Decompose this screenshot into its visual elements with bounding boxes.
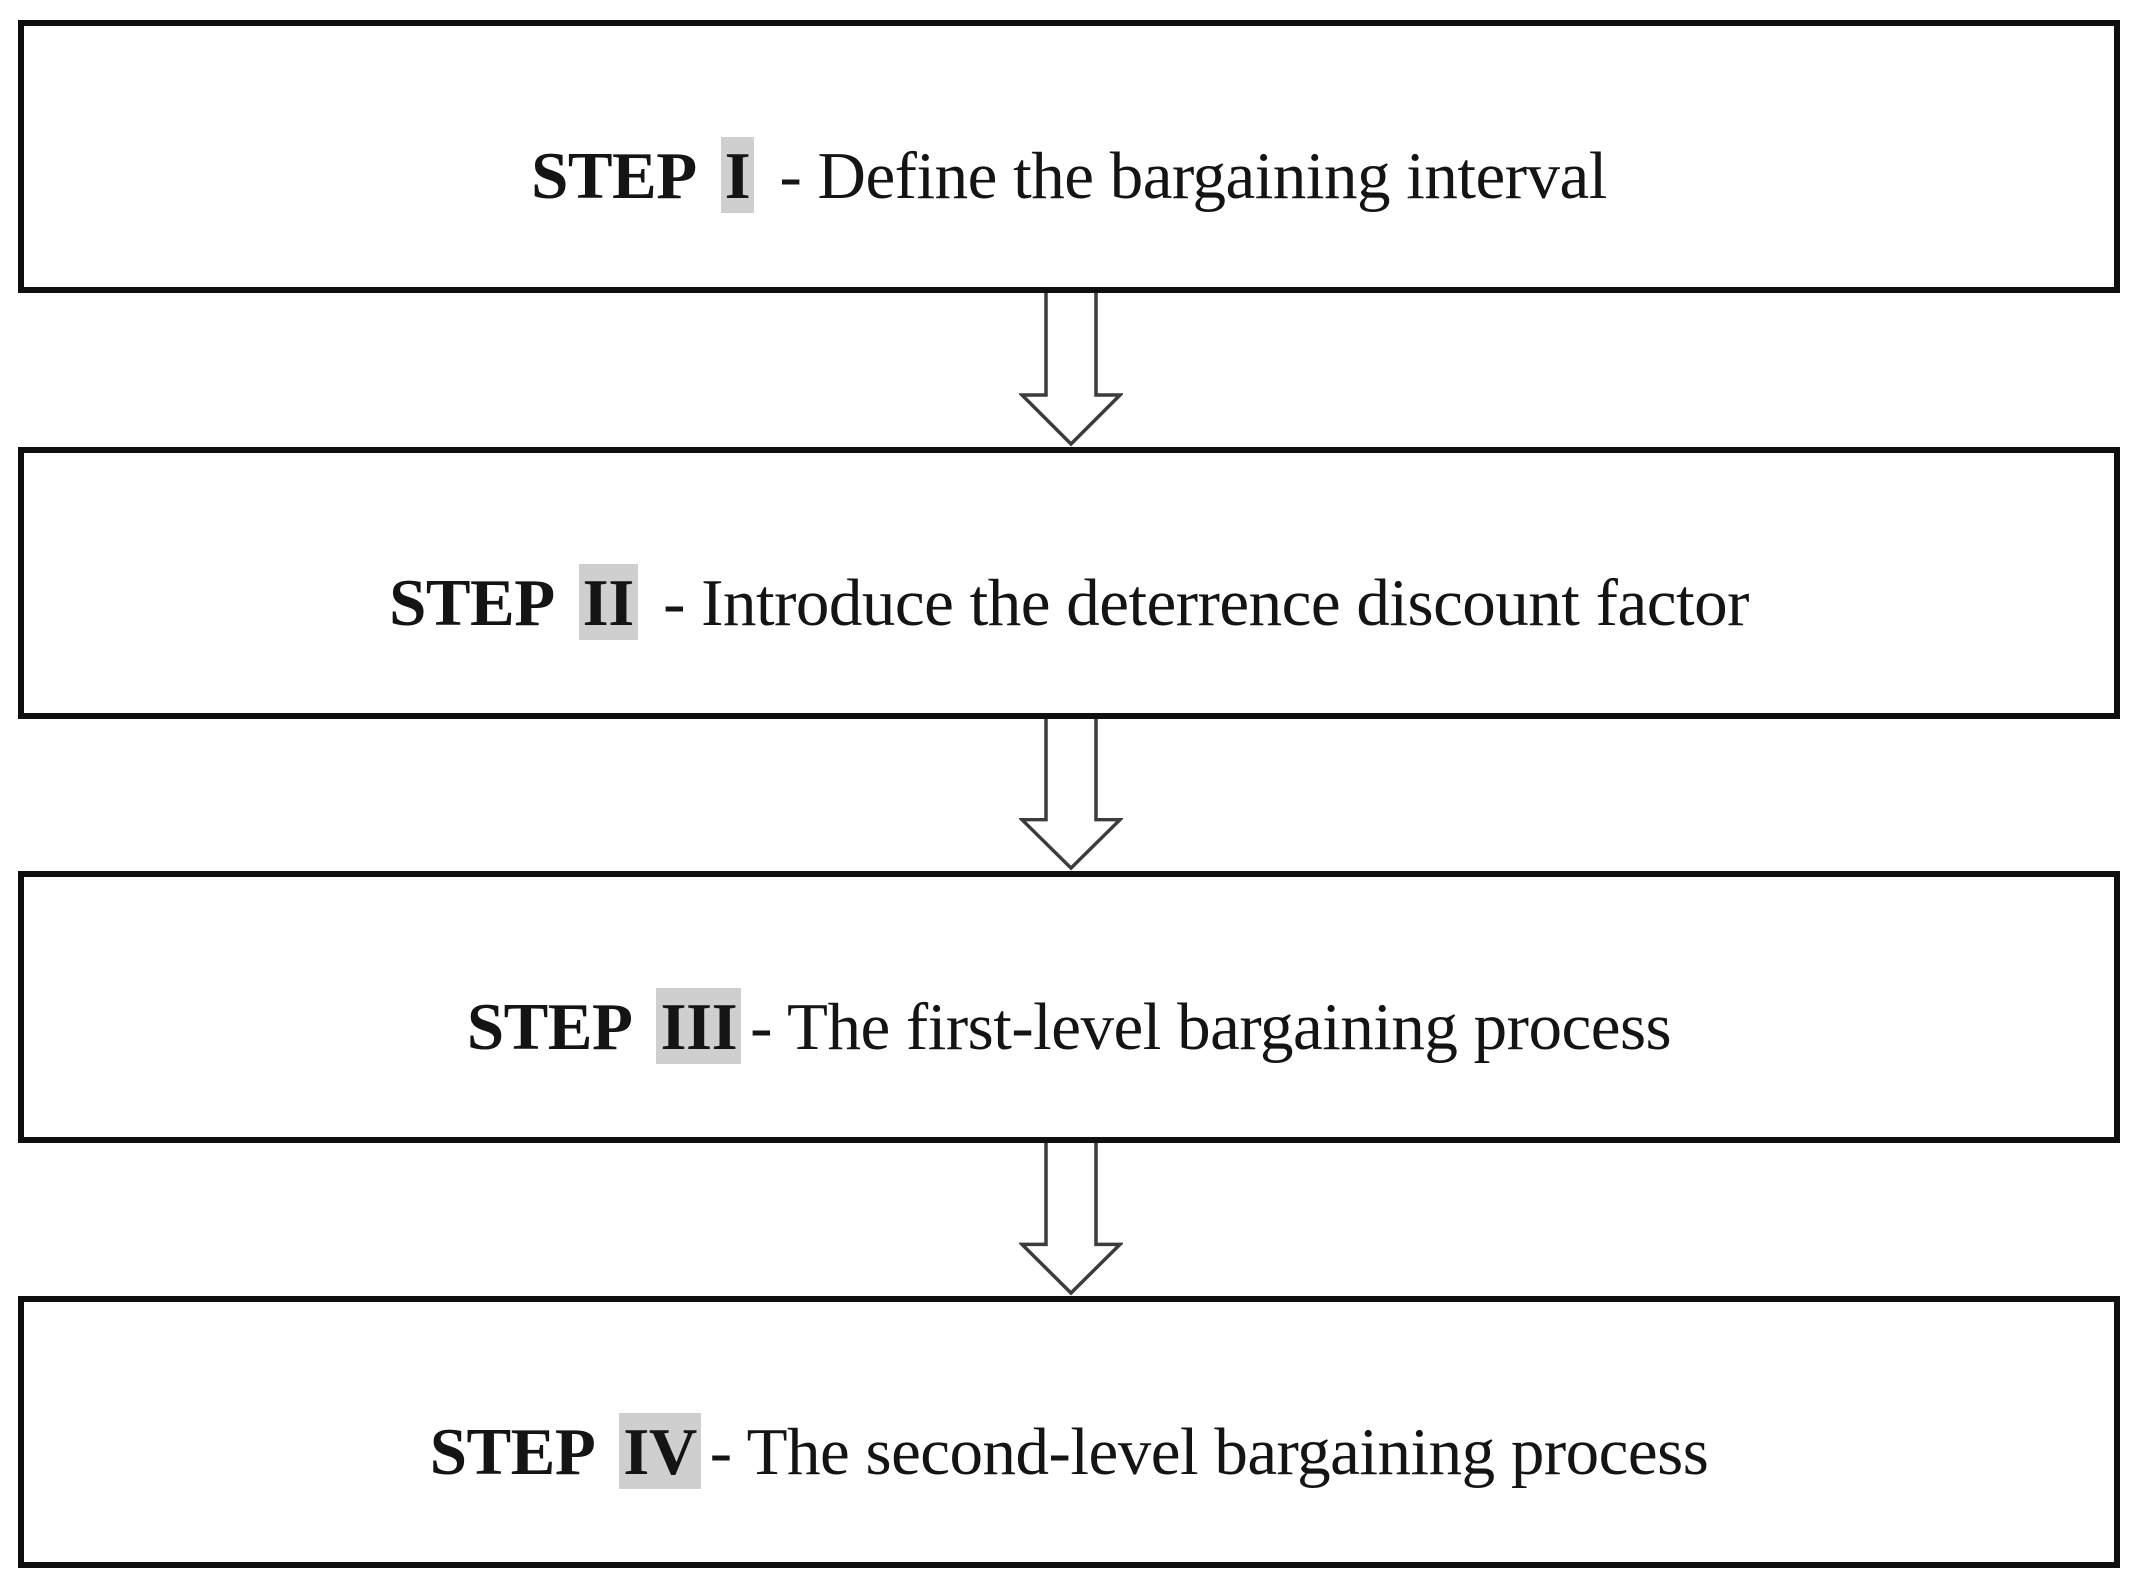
step-3-numeral: III	[656, 987, 742, 1064]
step-box-1: STEP I - Define the bargaining interval	[18, 20, 2120, 293]
step-2-prefix: STEP	[389, 565, 555, 640]
step-4-prefix: STEP	[429, 1414, 596, 1489]
step-box-3: STEP III- The first-level bargaining proc…	[18, 871, 2120, 1143]
step-box-4: STEP IV- The second-level bargaining proc…	[18, 1296, 2120, 1568]
step-3-text: - The first-level bargaining process	[750, 989, 1672, 1064]
step-3-label: STEP III- The first-level bargaining proc…	[466, 954, 1672, 1064]
step-3-prefix: STEP	[466, 989, 633, 1064]
step-1-label: STEP I - Define the bargaining interval	[531, 103, 1608, 213]
step-1-text: - Define the bargaining interval	[763, 139, 1608, 213]
step-4-numeral: IV	[619, 1412, 701, 1489]
step-2-text: - Introduce the deterrence discount fact…	[646, 565, 1749, 640]
step-2-numeral: II	[578, 563, 638, 640]
step-2-label: STEP II - Introduce the deterrence discou…	[389, 530, 1749, 640]
step-1-prefix: STEP	[531, 139, 697, 213]
down-block-arrow-icon	[1019, 1143, 1123, 1296]
step-4-text: - The second-level bargaining process	[709, 1414, 1709, 1489]
step-1-numeral: I	[720, 137, 755, 213]
down-block-arrow-icon	[1019, 719, 1123, 871]
step-4-label: STEP IV- The second-level bargaining proc…	[429, 1379, 1709, 1489]
step-box-2: STEP II - Introduce the deterrence discou…	[18, 447, 2120, 719]
down-block-arrow-icon	[1019, 293, 1123, 447]
